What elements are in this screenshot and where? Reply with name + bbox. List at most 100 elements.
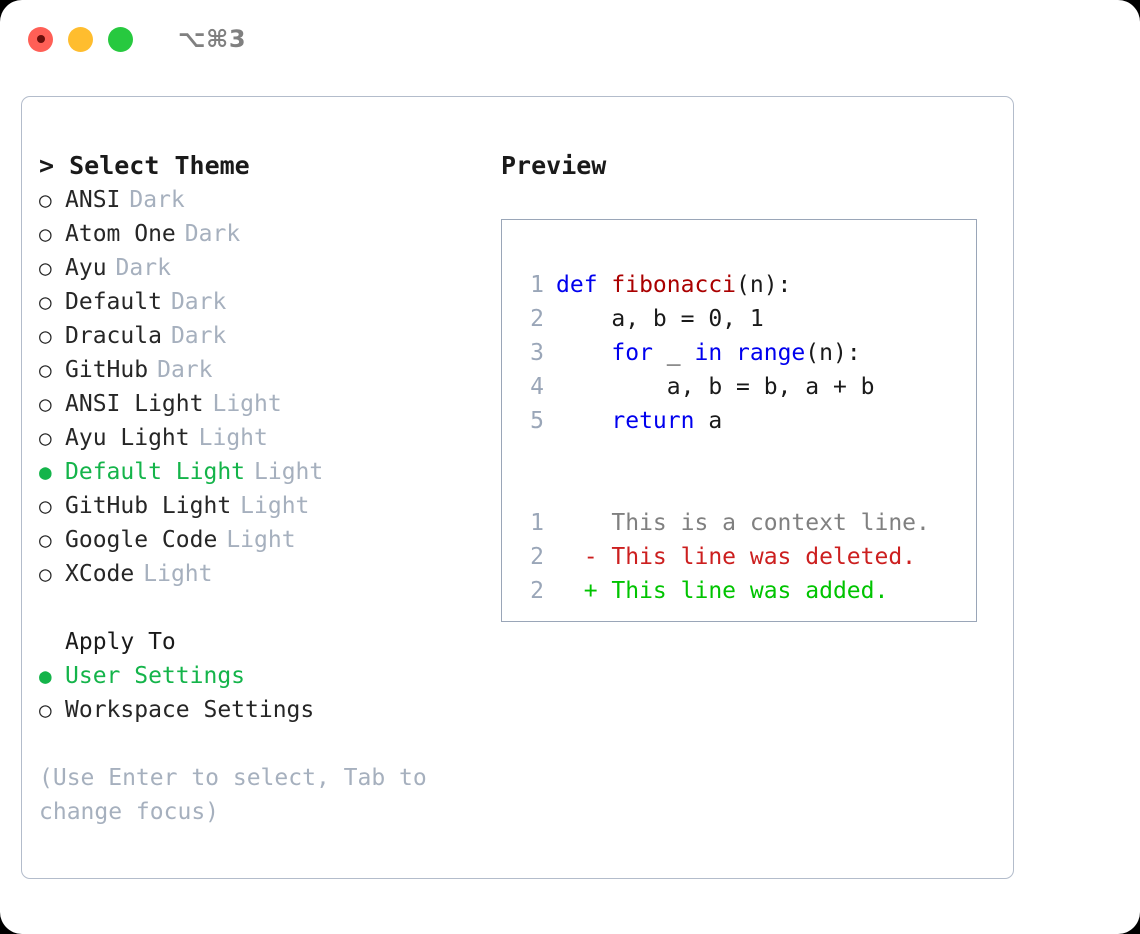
- code-line-text: def fibonacci(n):: [556, 268, 791, 302]
- close-window-button[interactable]: [28, 26, 53, 52]
- code-blank-line: [516, 472, 970, 506]
- apply-to-label: Apply To: [65, 629, 176, 655]
- radio-unselected-icon[interactable]: ○: [39, 426, 52, 450]
- radio-unselected-icon[interactable]: ○: [39, 324, 52, 348]
- code-token-plain: [556, 408, 611, 434]
- minimize-window-button[interactable]: [68, 26, 93, 52]
- code-line-text: for _ in range(n):: [556, 336, 861, 370]
- theme-category-badge: Dark: [170, 323, 227, 349]
- diff-sign: [556, 506, 611, 540]
- diff-line-number: 1: [530, 510, 544, 536]
- code-line-number: 5: [530, 408, 544, 434]
- code-line-number: 1: [530, 272, 544, 298]
- theme-category-badge: Dark: [184, 221, 241, 247]
- code-token-plain: _: [652, 340, 695, 366]
- zoom-window-button[interactable]: [108, 26, 133, 52]
- code-line-text: a, b = 0, 1: [556, 302, 764, 336]
- theme-name-label: GitHub: [65, 357, 149, 383]
- theme-name-label: Ayu: [65, 255, 107, 281]
- code-token-kw: def: [556, 272, 612, 298]
- theme-list-item[interactable]: ○ XCode Light: [39, 557, 479, 591]
- radio-unselected-icon[interactable]: ○: [39, 256, 52, 280]
- apply-to-option[interactable]: ○ Workspace Settings: [39, 693, 479, 727]
- theme-category-badge: Dark: [170, 289, 227, 315]
- theme-category-badge: Light: [198, 425, 268, 451]
- theme-category-badge: Light: [240, 493, 310, 519]
- diff-sign: -: [556, 544, 612, 570]
- diff-line-number: 2: [530, 544, 544, 570]
- radio-unselected-icon[interactable]: ○: [39, 290, 52, 314]
- preview-header: Preview: [501, 151, 607, 180]
- theme-list-item[interactable]: ○ Google Code Light: [39, 523, 479, 557]
- apply-to-header: ○ Apply To: [39, 625, 479, 659]
- theme-category-badge: Light: [226, 527, 296, 553]
- code-token-plain: a, b = b, a + b: [556, 374, 875, 400]
- theme-name-label: Default: [65, 289, 162, 315]
- radio-unselected-icon[interactable]: ○: [39, 562, 52, 586]
- apply-to-option[interactable]: ●User Settings: [39, 659, 479, 693]
- theme-list-item[interactable]: ○ Dracula Dark: [39, 319, 479, 353]
- theme-list-item[interactable]: ○ GitHub Light Light: [39, 489, 479, 523]
- theme-name-label: Default Light: [65, 459, 246, 485]
- radio-unselected-icon[interactable]: ○: [39, 358, 52, 382]
- theme-name-label: Dracula: [65, 323, 162, 349]
- radio-unselected-icon[interactable]: ○: [39, 188, 52, 212]
- theme-list-item[interactable]: ○ ANSI Dark: [39, 183, 479, 217]
- code-token-plain: a: [694, 408, 723, 434]
- radio-selected-icon[interactable]: ●: [39, 664, 52, 688]
- code-line: 2 a, b = 0, 1: [516, 302, 970, 336]
- code-token-plain: (n):: [805, 340, 861, 366]
- code-token-plain: [556, 340, 611, 366]
- theme-category-badge: Light: [143, 561, 213, 587]
- keyboard-shortcut-label: ⌥⌘3: [178, 25, 247, 53]
- code-blank-line: [516, 438, 970, 472]
- diff-line: 1 This is a context line.: [516, 506, 970, 540]
- radio-selected-icon[interactable]: ●: [39, 460, 52, 484]
- code-line: 3 for _ in range(n):: [516, 336, 970, 370]
- theme-name-label: Atom One: [65, 221, 176, 247]
- code-token-plain: (n):: [736, 272, 792, 298]
- radio-unselected-icon[interactable]: ○: [39, 222, 52, 246]
- diff-sign: +: [556, 578, 612, 604]
- theme-list-item[interactable]: ○ Atom One Dark: [39, 217, 479, 251]
- code-line-number: 2: [530, 306, 544, 332]
- code-token-plain: a, b = 0, 1: [556, 306, 764, 332]
- radio-unselected-icon[interactable]: ○: [39, 494, 52, 518]
- code-token-kw: return: [611, 408, 695, 434]
- radio-unselected-icon[interactable]: ○: [39, 528, 52, 552]
- theme-name-label: Ayu Light: [65, 425, 190, 451]
- theme-list-item[interactable]: ● Default Light Light: [39, 455, 479, 489]
- apply-to-list[interactable]: ●User Settings ○ Workspace Settings: [39, 659, 479, 727]
- apply-to-option-label: Workspace Settings: [65, 697, 315, 723]
- code-line: 4 a, b = b, a + b: [516, 370, 970, 404]
- diff-line-text: This line was deleted.: [611, 544, 917, 570]
- code-line: 1 def fibonacci(n):: [516, 268, 970, 302]
- theme-name-label: Google Code: [65, 527, 218, 553]
- theme-list-item[interactable]: ○ Default Dark: [39, 285, 479, 319]
- theme-category-badge: Dark: [129, 187, 185, 213]
- theme-list-item[interactable]: ○ Ayu Light Light: [39, 421, 479, 455]
- radio-unselected-icon[interactable]: ○: [39, 392, 52, 416]
- code-token-fn: fibonacci: [611, 272, 737, 298]
- radio-unselected-icon[interactable]: ○: [39, 698, 52, 722]
- theme-name-label: XCode: [65, 561, 135, 587]
- theme-name-label: ANSI: [65, 187, 121, 213]
- theme-category-badge: Light: [212, 391, 282, 417]
- code-token-kw: range: [736, 340, 806, 366]
- code-token-kw: for: [611, 340, 653, 366]
- diff-line-text: This line was added.: [611, 578, 889, 604]
- apply-to-marker-placeholder: ○: [39, 625, 65, 659]
- theme-category-badge: Light: [254, 459, 324, 485]
- theme-name-label: GitHub Light: [65, 493, 232, 519]
- code-line: 5 return a: [516, 404, 970, 438]
